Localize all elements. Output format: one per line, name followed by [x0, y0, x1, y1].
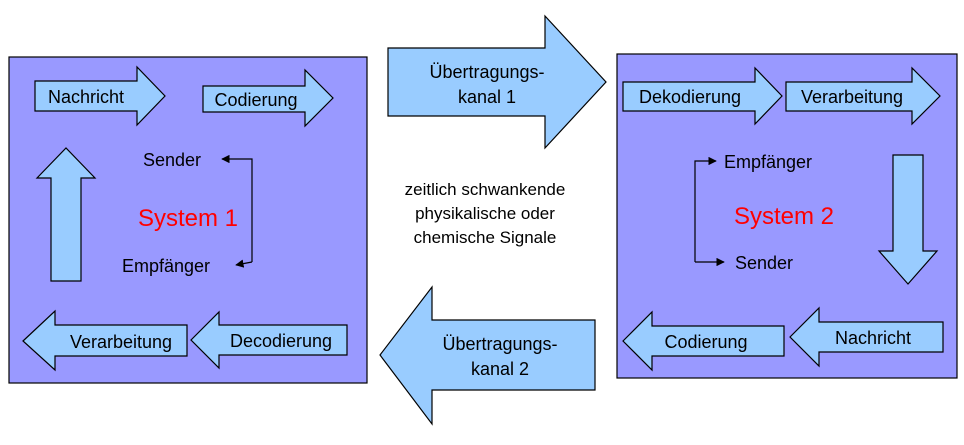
system-1-title: System 1: [138, 205, 238, 232]
channel-1-label-line-1: Übertragungs-: [429, 62, 544, 82]
system-1-sender-line: [221, 154, 253, 262]
system-2-decoding-arrow: Dekodierung: [622, 66, 783, 126]
system-1-processing-label: Verarbeitung: [70, 332, 172, 352]
channel-2-label-line-2: kanal 2: [471, 359, 529, 379]
system-1-message-arrow: Nachricht: [34, 65, 166, 127]
channel-1-label-line-2: kanal 1: [458, 87, 516, 107]
system-2-title: System 2: [734, 203, 834, 230]
channel-2-arrow: Übertragungs- kanal 2: [379, 285, 596, 426]
system-2-sender-label: Sender: [735, 253, 793, 273]
system-2-receiver-label: Empfänger: [724, 152, 812, 172]
system-2-processing-arrow: Verarbeitung: [785, 66, 941, 126]
signals-line-2: physikalische oder: [415, 204, 555, 223]
system-1-processing-arrow: Verarbeitung: [22, 309, 188, 372]
system-1-decoding-arrow: Decodierung: [190, 310, 348, 370]
system-1-sender-label: Sender: [143, 150, 201, 170]
system-2-down-arrow: [877, 154, 939, 285]
signals-line-3: chemische Signale: [414, 228, 557, 247]
system-1-coding-arrow: Codierung: [202, 68, 334, 128]
system-1-message-label: Nachricht: [48, 87, 124, 107]
channel-2-label-line-1: Übertragungs-: [442, 334, 557, 354]
system-2-decoding-label: Dekodierung: [639, 87, 741, 107]
system-2-coding-label: Codierung: [664, 332, 747, 352]
system-2-processing-label: Verarbeitung: [801, 87, 903, 107]
system-1-up-arrow: [35, 147, 97, 282]
system-2-coding-arrow: Codierung: [622, 310, 785, 372]
channel-1-arrow: Übertragungs- kanal 1: [387, 14, 607, 150]
signals-text: zeitlich schwankende physikalische oder …: [405, 180, 566, 247]
system-2-message-label: Nachricht: [835, 328, 911, 348]
system-1-decoding-label: Decodierung: [230, 331, 332, 351]
signals-line-1: zeitlich schwankende: [405, 180, 566, 199]
system-1-coding-label: Codierung: [214, 90, 297, 110]
system-2-panel: Dekodierung Verarbeitung Empfänger Sende…: [616, 53, 958, 379]
system-1-panel: Nachricht Codierung Sender Empfänger Sys…: [8, 56, 368, 384]
system-2-receiver-line: [694, 156, 717, 262]
system-1-receiver-label: Empfänger: [122, 256, 210, 276]
system-2-message-arrow: Nachricht: [789, 306, 944, 368]
system-1-receiver-line: [235, 259, 253, 268]
